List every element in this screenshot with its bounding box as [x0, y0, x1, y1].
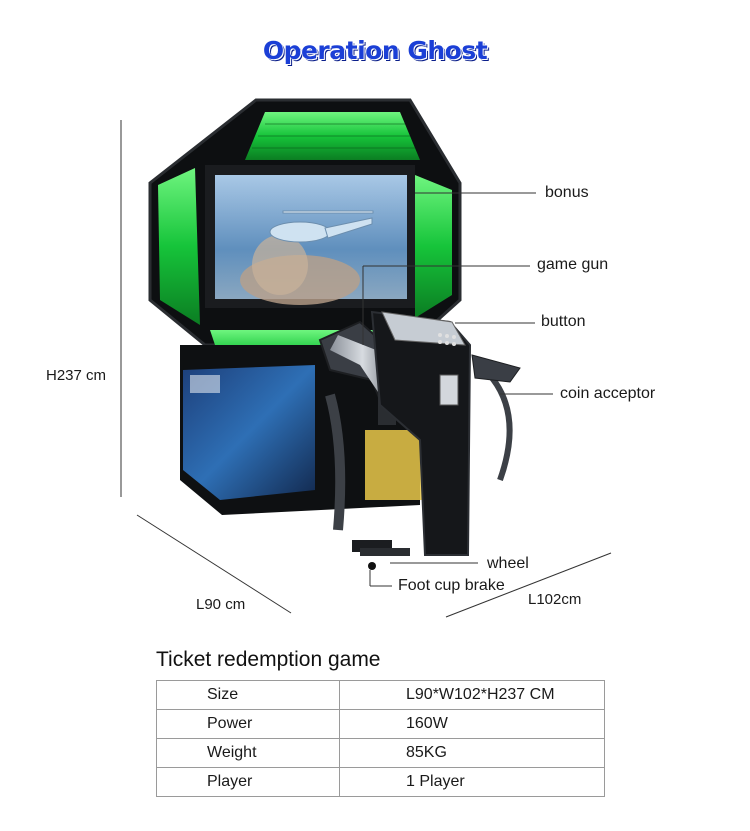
spec-value: 160W — [339, 709, 605, 739]
product-title: Operation Ghost — [262, 36, 488, 65]
table-row: Size L90*W102*H237 CM — [156, 680, 605, 710]
callout-bonus: bonus — [545, 184, 589, 201]
spec-title: Ticket redemption game — [156, 648, 381, 671]
table-row: Weight 85KG — [156, 738, 605, 768]
spec-value: L90*W102*H237 CM — [339, 680, 605, 710]
callout-wheel: wheel — [487, 555, 529, 572]
dimension-height: H237 cm — [46, 367, 107, 384]
dimension-length-left: L90 cm — [196, 596, 246, 613]
spec-key: Power — [156, 709, 340, 739]
callout-coin-acceptor: coin acceptor — [560, 385, 656, 402]
callout-game-gun: game gun — [537, 256, 609, 273]
callout-foot-cup-brake: Foot cup brake — [398, 577, 505, 594]
spec-key: Player — [156, 767, 340, 797]
table-row: Player 1 Player — [156, 767, 605, 797]
spec-table: Size L90*W102*H237 CM Power 160W Weight … — [156, 680, 605, 797]
callout-button: button — [541, 313, 586, 330]
spec-value: 1 Player — [339, 767, 605, 797]
dimension-length-right: L102cm — [528, 591, 582, 608]
table-row: Power 160W — [156, 709, 605, 739]
spec-key: Size — [156, 680, 340, 710]
spec-key: Weight — [156, 738, 340, 768]
spec-value: 85KG — [339, 738, 605, 768]
arcade-machine-image — [120, 98, 612, 618]
